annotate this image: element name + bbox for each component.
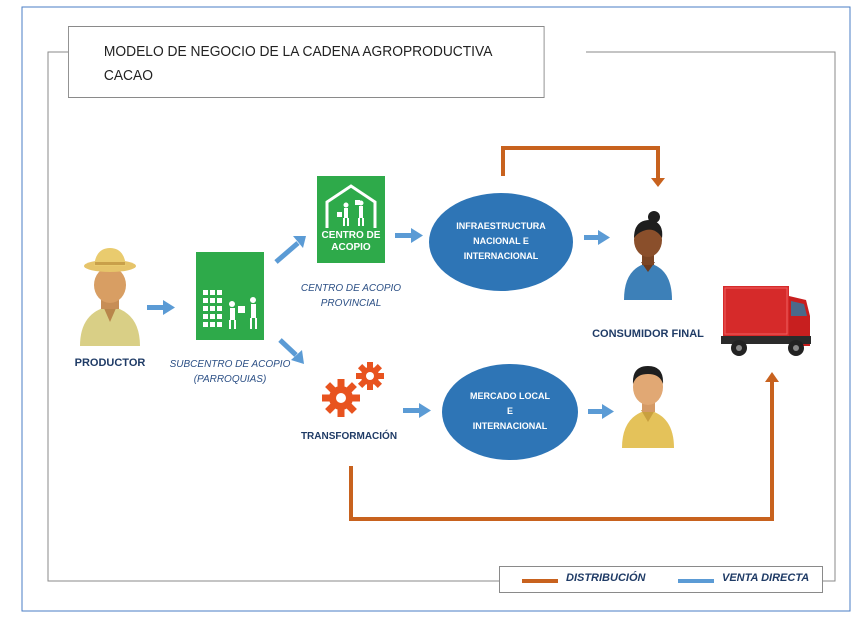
distribution-arrowhead-bottom <box>765 372 779 382</box>
infraestructura-ellipse <box>429 193 573 291</box>
inner-frame <box>47 51 836 582</box>
title-line-2: CACAO <box>103 67 153 84</box>
centro-icon-text-line-2: ACOPIO <box>331 242 371 253</box>
arrow-transformacion-mercado <box>403 403 431 418</box>
centro-icon-text: CENTRO DE ACOPIO <box>317 230 385 254</box>
diagram-title: MODELO DE NEGOCIO DE LA CADENA AGROPRODU… <box>68 26 545 98</box>
mercado-line-2: E <box>506 406 513 416</box>
arrow-productor-subcentro <box>147 300 175 315</box>
subcentro-label-line-2: (PARROQUIAS) <box>193 374 267 385</box>
farmer-icon <box>80 248 140 346</box>
infra-line-1: INFRAESTRUCTURA <box>456 221 546 231</box>
arrow-subcentro-transformacion-shaft <box>278 338 298 357</box>
legend: DISTRIBUCIÓN VENTA DIRECTA <box>499 566 823 593</box>
consumidor-final-label: CONSUMIDOR FINAL <box>592 328 704 340</box>
mercado-line-3: INTERNACIONAL <box>472 421 548 431</box>
arrow-infra-consumidor <box>584 230 610 245</box>
distribution-arrowhead-top <box>651 178 665 187</box>
title-line-1: MODELO DE NEGOCIO DE LA CADENA AGROPRODU… <box>103 43 493 60</box>
transformacion-label: TRANSFORMACIÓN <box>300 431 398 442</box>
subcentro-icon <box>196 252 264 340</box>
subcentro-label: SUBCENTRO DE ACOPIO (PARROQUIAS) <box>168 357 292 387</box>
legend-venta-directa-swatch <box>678 579 714 583</box>
centro-icon-text-line-1: CENTRO DE <box>321 230 381 241</box>
subcentro-label-line-1: SUBCENTRO DE ACOPIO <box>169 359 291 370</box>
infra-line-2: NACIONAL E <box>473 236 529 246</box>
distribution-line-bottom <box>349 380 774 521</box>
centro-acopio-label-line-2: PROVINCIAL <box>320 298 382 309</box>
truck-icon <box>721 286 811 356</box>
page-frame <box>21 6 851 612</box>
infraestructura-text: INFRAESTRUCTURA NACIONAL E INTERNACIONAL <box>441 219 561 264</box>
arrow-subcentro-centro-head <box>293 236 306 248</box>
mercado-line-1: MERCADO LOCAL <box>470 391 550 401</box>
centro-acopio-label: CENTRO DE ACOPIO PROVINCIAL <box>291 281 411 311</box>
mercado-ellipse <box>442 364 578 460</box>
gears-icon <box>322 362 384 417</box>
arrow-subcentro-transformacion-head <box>291 350 304 364</box>
consumer-woman-icon <box>624 211 672 300</box>
legend-distribucion-label: DISTRIBUCIÓN <box>566 572 646 584</box>
productor-label: PRODUCTOR <box>74 357 146 369</box>
distribution-line-top <box>501 146 660 180</box>
consumer-man-icon <box>622 366 674 448</box>
centro-acopio-icon <box>317 176 385 263</box>
arrow-mercado-consumidor <box>588 404 614 419</box>
centro-acopio-label-line-1: CENTRO DE ACOPIO <box>300 283 402 294</box>
legend-distribucion-swatch <box>522 579 558 583</box>
mercado-text: MERCADO LOCAL E INTERNACIONAL <box>450 389 570 434</box>
infra-line-3: INTERNACIONAL <box>463 251 539 261</box>
arrow-subcentro-centro-shaft <box>274 241 300 264</box>
legend-venta-directa-label: VENTA DIRECTA <box>722 572 810 584</box>
arrow-centro-infra <box>395 228 423 243</box>
